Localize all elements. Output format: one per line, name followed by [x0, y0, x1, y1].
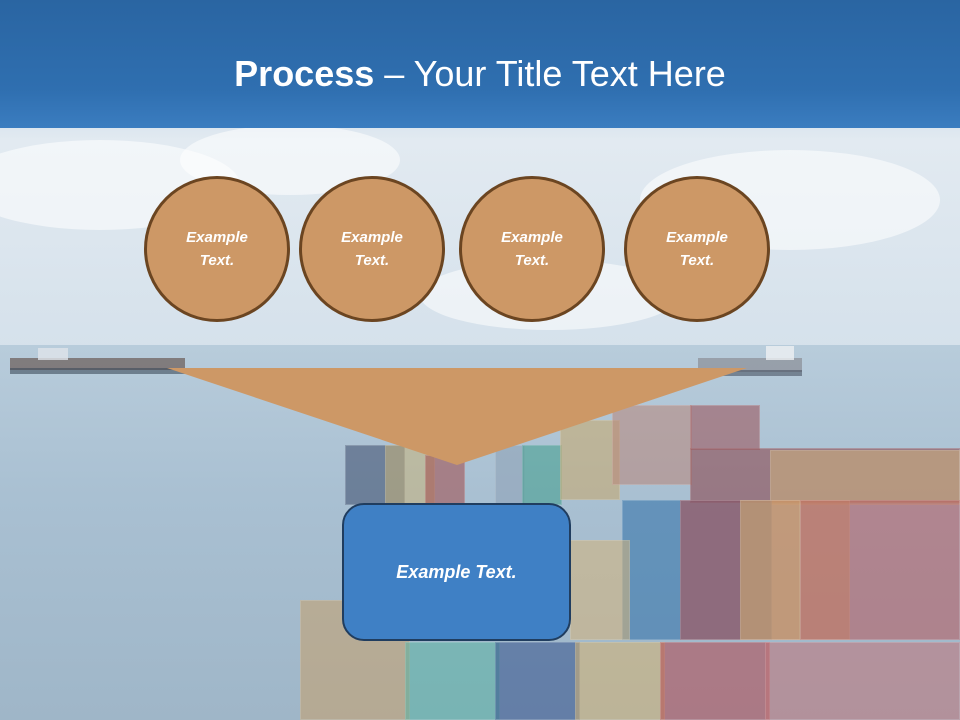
step-label: Example Text.: [341, 229, 403, 269]
title-band: [0, 0, 960, 128]
funnel-shape: [167, 368, 747, 465]
slide-title: Process – Your Title Text Here: [0, 48, 960, 100]
process-step-2: Example Text.: [299, 176, 445, 322]
ship-left: [10, 348, 185, 374]
title-bold: Process: [234, 53, 375, 94]
process-step-3: Example Text.: [459, 176, 605, 322]
step-label: Example Text.: [501, 229, 563, 269]
result-box: Example Text.: [342, 503, 571, 641]
process-step-1: Example Text.: [144, 176, 290, 322]
step-label: Example Text.: [186, 229, 248, 269]
title-rest: – Your Title Text Here: [374, 53, 726, 94]
step-label: Example Text.: [666, 229, 728, 269]
process-step-4: Example Text.: [624, 176, 770, 322]
result-label: Example Text.: [396, 561, 517, 582]
